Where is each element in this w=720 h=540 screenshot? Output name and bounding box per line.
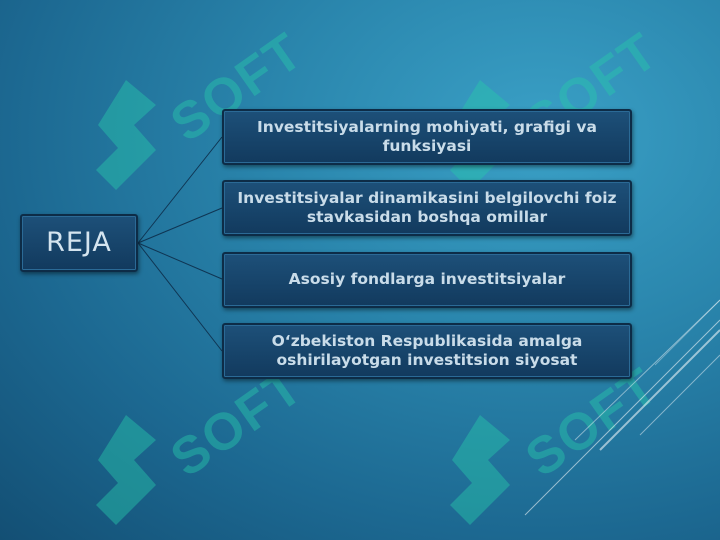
connector bbox=[137, 136, 223, 244]
diagram-item-label: Investitsiyalar dinamikasini belgilovchi… bbox=[237, 188, 617, 226]
diagram-item-label: Investitsiyalarning mohiyati, grafigi va… bbox=[257, 117, 597, 155]
connector bbox=[137, 207, 223, 244]
watermark-logo-icon bbox=[96, 415, 156, 525]
watermark-logo-icon bbox=[96, 80, 156, 190]
connector bbox=[137, 242, 223, 280]
root-node: REJA bbox=[20, 214, 138, 272]
diagram-item: Investitsiyalarning mohiyati, grafigi va… bbox=[222, 109, 632, 165]
connector bbox=[137, 242, 223, 352]
diagram-item: O‘zbekiston Respublikasida amalga oshiri… bbox=[222, 323, 632, 379]
diagram-item: Investitsiyalar dinamikasini belgilovchi… bbox=[222, 180, 632, 236]
diagram-item-label: O‘zbekiston Respublikasida amalga oshiri… bbox=[271, 331, 583, 369]
diagram-item-label: Asosiy fondlarga investitsiyalar bbox=[288, 270, 566, 289]
diagram-item: Asosiy fondlarga investitsiyalar bbox=[222, 252, 632, 308]
root-label: REJA bbox=[46, 227, 112, 259]
watermark-logo-icon bbox=[450, 415, 510, 525]
